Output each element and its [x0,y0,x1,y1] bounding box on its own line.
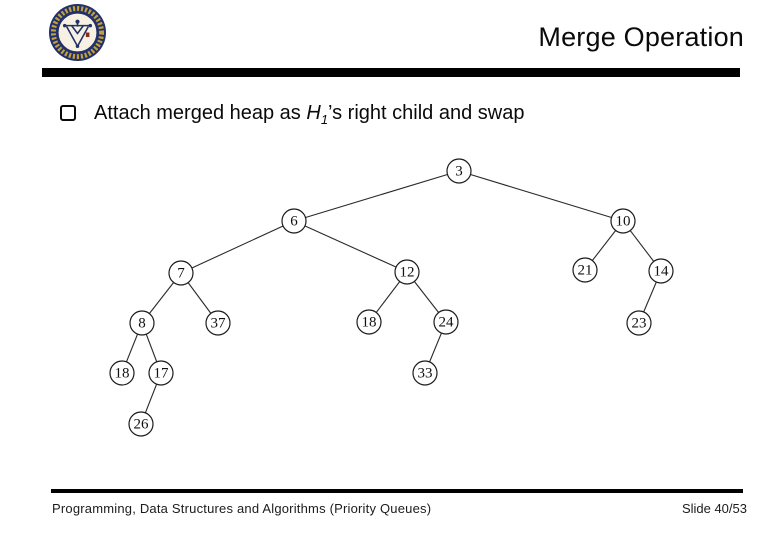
tree-node: 18 [356,309,382,335]
header-divider [42,68,740,77]
footer-slide-number: Slide 40/53 [681,501,747,516]
tree-node: 17 [148,360,174,386]
tree-edge [638,270,662,324]
tree-edge [458,170,624,222]
tree-edge [141,272,182,324]
tree-node: 26 [128,411,154,437]
tree-node: 8 [129,310,155,336]
tree-edge [622,220,662,272]
tree-node: 37 [205,310,231,336]
tree-node: 14 [648,258,674,284]
bullet-subscript: 1 [320,112,329,127]
tree-edge [140,372,162,425]
tree-edge [180,272,219,324]
tree-edge [406,271,447,323]
square-bullet-icon [60,105,76,121]
tree-node-value: 18 [362,315,377,331]
tree-node-value: 3 [455,164,463,180]
tree-node-value: 17 [154,366,170,382]
bullet-text: Attach merged heap as H1’s right child a… [94,100,524,126]
tree-node-value: 21 [578,263,593,279]
tree-node: 21 [572,257,598,283]
slide-title: Merge Operation [538,22,744,52]
tree-node-value: 18 [115,366,130,382]
tree-edge [424,321,447,374]
tree-node: 23 [626,310,652,336]
bullet-item: Attach merged heap as H1’s right child a… [60,100,524,126]
tree-node: 6 [281,208,307,234]
tree-node-value: 37 [211,316,227,332]
tree-node-value: 14 [654,264,670,280]
tree-edge [121,322,143,374]
tree-node: 33 [412,360,438,386]
seal-icon [48,3,107,62]
bullet-text-after: ’s right child and swap [328,102,525,124]
footer-divider [51,489,743,493]
tree-edge [584,220,624,271]
tree-node-value: 6 [290,214,298,230]
tree-edge [368,271,408,323]
tree-node-value: 33 [418,366,433,382]
tree-node: 10 [610,208,636,234]
tree-node-value: 12 [400,265,415,281]
tree-node-value: 10 [616,214,631,230]
tree-edge [180,220,295,274]
tree-node: 18 [109,360,135,386]
tree-node-value: 7 [177,266,185,282]
tree-node-value: 26 [134,417,150,433]
bullet-text-before: Attach merged heap as [94,102,307,124]
tree-node: 12 [394,259,420,285]
tree-edge [141,322,162,374]
tree-node-value: 8 [138,316,146,332]
tree-edge [293,220,408,273]
university-seal-logo [48,3,107,62]
tree-node-value: 24 [439,315,455,331]
tree-node: 7 [168,260,194,286]
tree-node: 24 [433,309,459,335]
bullet-variable: H [306,102,321,124]
tree-node-value: 23 [632,316,647,332]
tree-edge [293,170,460,222]
footer-course-title: Programming, Data Structures and Algorit… [52,501,432,516]
tree-node: 3 [446,158,472,184]
